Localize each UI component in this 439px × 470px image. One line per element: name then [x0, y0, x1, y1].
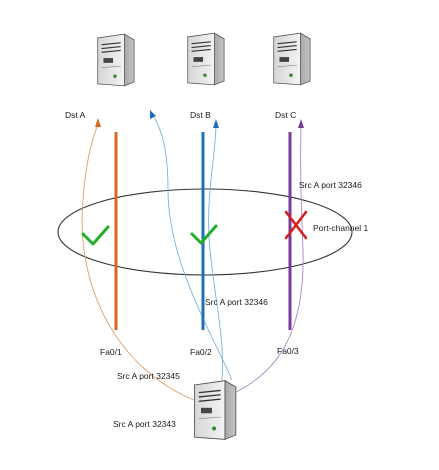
- check-icon: [190, 224, 218, 245]
- label-port-channel: Port-channel 1: [313, 223, 369, 233]
- label-fa0-1: Fa0/1: [100, 347, 122, 357]
- label-flow-32346-dst-c: Src A port 32346: [299, 180, 362, 190]
- flow-line-32345: [152, 114, 233, 381]
- flow-line-32346-dst-c: [235, 125, 304, 393]
- label-flow-32343: Src A port 32343: [113, 419, 176, 429]
- server-dst-b-icon: [187, 32, 225, 86]
- flow-arrow-32343: [95, 118, 101, 127]
- flow-line-32346-dst-b: [208, 125, 223, 381]
- flow-arrow-32346-dst-b: [213, 119, 219, 128]
- server-dst-c-icon: [273, 32, 311, 86]
- port-channel-ellipse: [57, 188, 353, 276]
- label-flow-32345: Src A port 32345: [117, 371, 180, 381]
- label-fa0-2: Fa0/2: [190, 347, 212, 357]
- server-dst-a-icon: [97, 33, 135, 87]
- label-fa0-3: Fa0/3: [277, 346, 299, 356]
- flow-line-32343: [81, 123, 195, 401]
- cross-icon: [284, 210, 308, 240]
- flow-arrow-32346-dst-c: [298, 119, 304, 128]
- label-flow-32346-dst-b: Src A port 32346: [205, 297, 268, 307]
- flow-arrow-32345: [150, 110, 156, 119]
- server-source-icon: [193, 379, 237, 441]
- check-icon: [81, 225, 110, 246]
- label-dst-c: Dst C: [275, 110, 297, 120]
- label-dst-b: Dst B: [190, 110, 211, 120]
- label-dst-a: Dst A: [65, 110, 86, 120]
